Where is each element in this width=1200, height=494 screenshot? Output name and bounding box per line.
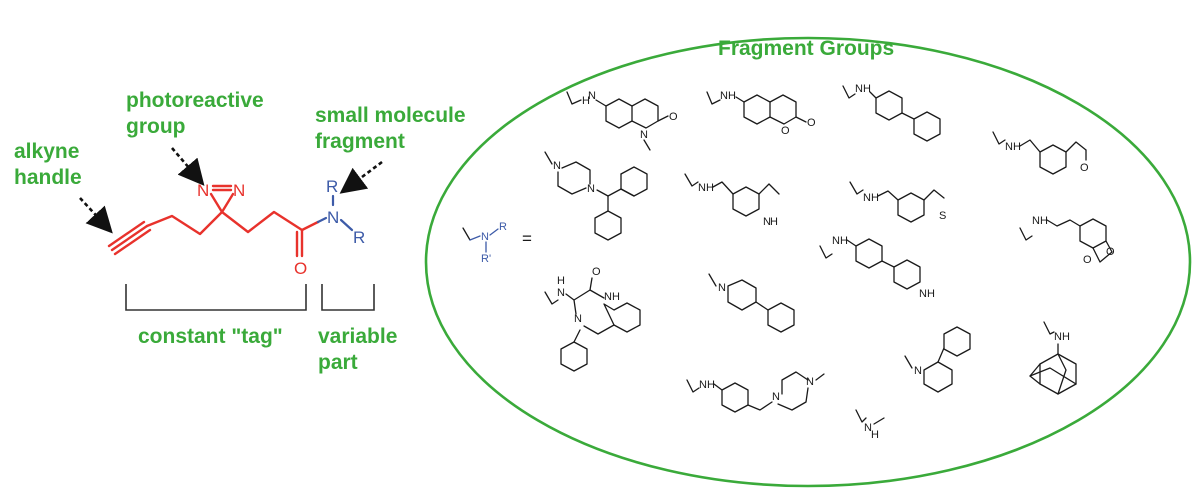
arrow-photoreactive — [171, 147, 205, 186]
label-photoreactive-line1: photoreactive — [126, 89, 264, 112]
fragment-tetrahydroquinolinone: H N O N — [566, 90, 678, 151]
fragment-methylamine: N H — [855, 409, 885, 441]
svg-text:O: O — [1106, 246, 1115, 258]
svg-text:O: O — [1080, 162, 1089, 174]
svg-text:O: O — [1083, 254, 1092, 266]
fragment-benzofuran: NH O — [992, 131, 1089, 175]
svg-text:NH: NH — [698, 182, 714, 194]
svg-text:NH: NH — [855, 83, 871, 95]
equals-sign: = — [522, 229, 532, 248]
svg-text:H: H — [582, 95, 590, 107]
svg-text:NH: NH — [604, 291, 620, 303]
fragment-phenylpiperidine: N — [708, 273, 795, 333]
probe-molecule: N N O N R R — [107, 177, 365, 278]
fragment-methylpiperazinyl-aniline: NH N N — [686, 371, 825, 413]
svg-text:O: O — [669, 111, 678, 123]
generic-r-prime: R' — [481, 253, 491, 265]
label-small-molecule-line1: small molecule — [315, 104, 466, 127]
label-small-molecule-line2: fragment — [315, 130, 405, 153]
svg-text:NH: NH — [863, 192, 879, 204]
fragment-groups-ellipse — [424, 36, 1192, 488]
atom-diazirine-n1: N — [197, 181, 209, 200]
bracket-constant-tag — [125, 284, 307, 311]
svg-text:NH: NH — [720, 90, 736, 102]
atom-r-right: R — [353, 228, 365, 247]
svg-text:O: O — [592, 266, 601, 278]
label-alkyne-line1: alkyne — [14, 140, 79, 163]
fragment-biphenyl: NH — [842, 83, 941, 142]
label-variable-line2: part — [318, 351, 358, 374]
generic-r: R — [499, 221, 507, 233]
fragment-benzodiazepinone: H N O NH N — [544, 266, 641, 372]
svg-text:N: N — [587, 183, 595, 195]
svg-text:NH: NH — [832, 235, 848, 247]
fragment-indole: NH N H — [684, 173, 780, 228]
svg-text:N: N — [864, 422, 872, 434]
fragment-benzhydryl-piperazine: N N — [544, 151, 648, 241]
label-variable-line1: variable — [318, 325, 397, 348]
svg-text:O: O — [781, 125, 790, 137]
generic-amine-definition: N R R' = — [462, 221, 532, 265]
atom-diazirine-n2: N — [233, 181, 245, 200]
fragment-coumarin: NH O O — [706, 90, 816, 137]
svg-text:N: N — [588, 90, 596, 102]
svg-text:N: N — [574, 313, 582, 325]
svg-text:H: H — [557, 275, 565, 287]
svg-text:N: N — [718, 282, 726, 294]
label-constant-tag: constant "tag" — [138, 325, 283, 348]
title-fragment-groups: Fragment Groups — [718, 37, 894, 60]
atom-amide-n: N — [327, 208, 339, 227]
svg-text:O: O — [807, 117, 816, 129]
svg-text:H: H — [770, 216, 778, 228]
fragment-piperidinyl-aniline: NH NH — [819, 235, 935, 300]
svg-text:NH: NH — [1054, 331, 1070, 343]
fragment-benzylpiperidine: N — [904, 326, 971, 393]
atom-r-top: R — [326, 177, 338, 196]
svg-text:N: N — [806, 376, 814, 388]
svg-text:H: H — [871, 429, 879, 441]
svg-text:N: N — [914, 365, 922, 377]
svg-text:S: S — [939, 210, 946, 222]
fragment-benzothiophene: NH S — [849, 181, 946, 223]
svg-text:NH: NH — [1005, 141, 1021, 153]
svg-text:NH: NH — [699, 379, 715, 391]
label-photoreactive-line2: group — [126, 115, 185, 138]
bracket-variable-part — [321, 284, 375, 311]
label-alkyne-line2: handle — [14, 166, 82, 189]
arrow-fragment — [339, 160, 383, 194]
svg-text:N: N — [553, 160, 561, 172]
svg-text:NH: NH — [1032, 215, 1048, 227]
svg-text:NH: NH — [919, 288, 935, 300]
generic-n: N — [481, 231, 489, 243]
svg-text:N: N — [772, 391, 780, 403]
svg-text:N: N — [763, 216, 771, 228]
svg-text:N: N — [640, 129, 648, 141]
arrow-alkyne — [79, 197, 113, 234]
fragment-adamantylamine: NH — [1029, 321, 1077, 395]
fragment-benzodioxole: NH O O — [1019, 215, 1115, 266]
svg-text:N: N — [557, 287, 565, 299]
atom-carbonyl-o: O — [294, 259, 307, 278]
